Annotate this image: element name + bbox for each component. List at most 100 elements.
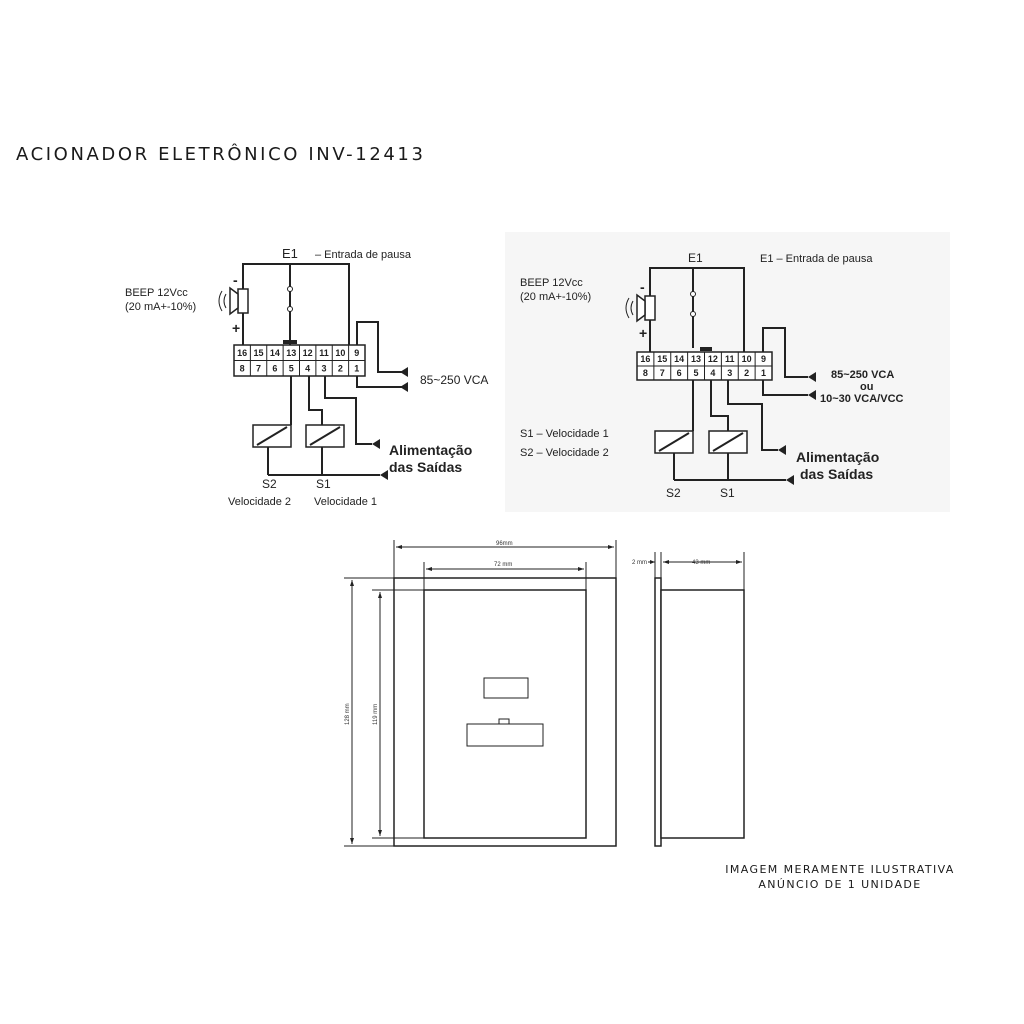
button-notch <box>498 718 510 725</box>
supply-arrow-bottom <box>400 382 408 392</box>
terminal-15: 15 <box>657 354 667 364</box>
side-flange <box>654 577 662 847</box>
footer-line-2: ANÚNCIO DE 1 UNIDADE <box>758 878 922 891</box>
e1-top-wire <box>242 263 350 345</box>
terminal-12: 12 <box>303 348 313 358</box>
supply-label-right-3: 10~30 VCA/VCC <box>820 393 904 405</box>
supply-label-right-1: 85~250 VCA <box>831 369 894 381</box>
terminal-1: 1 <box>354 364 359 374</box>
dim-height-inner: 119 mm <box>373 704 379 725</box>
speaker-icon-right <box>625 293 656 323</box>
front-panel <box>423 589 587 839</box>
beep-label: BEEP 12Vcc <box>125 287 188 299</box>
output-supply-line2-right: das Saídas <box>800 466 873 482</box>
terminal-14: 14 <box>270 348 280 358</box>
s2-label: S2 <box>262 477 277 491</box>
page-title: ACIONADOR ELETRÔNICO INV-12413 <box>16 144 426 165</box>
relay-s2-right <box>654 430 694 454</box>
return-arrow-right <box>786 475 794 485</box>
terminal-15: 15 <box>254 348 264 358</box>
speaker-icon <box>218 286 249 316</box>
terminal-2: 2 <box>744 368 749 378</box>
output-supply-line1-right: Alimentação <box>796 449 879 465</box>
beep-current: (20 mA+-10%) <box>125 301 196 313</box>
dim-flange: 2 mm <box>632 560 647 566</box>
relay-s1-left <box>305 424 345 448</box>
relay-s2-left <box>252 424 292 448</box>
s1-wire-right <box>710 380 729 431</box>
common-arrow-right <box>778 445 786 455</box>
supply-arrow-bottom-right <box>808 390 816 400</box>
beep-minus-right: - <box>640 279 645 295</box>
terminal-3: 3 <box>322 364 327 374</box>
e1-label: E1 <box>282 246 298 261</box>
terminal-9: 9 <box>354 348 359 358</box>
terminal-14: 14 <box>674 354 684 364</box>
terminal-4: 4 <box>710 368 715 378</box>
output-supply-line2: das Saídas <box>389 459 462 475</box>
display-window <box>483 677 529 699</box>
beep-plus-right: + <box>639 325 647 341</box>
e1-contact-top-right <box>690 291 696 297</box>
supply-wire-bottom-right <box>762 380 808 396</box>
terminal-3: 3 <box>727 368 732 378</box>
beep-minus: - <box>233 272 238 288</box>
dim-depth: 43 mm <box>692 560 710 566</box>
supply-arrow-top-right <box>808 372 816 382</box>
s1-label-right: S1 <box>720 486 735 500</box>
output-supply-line1: Alimentação <box>389 442 472 458</box>
beep-current-right: (20 mA+-10%) <box>520 291 591 303</box>
terminal-6: 6 <box>677 368 682 378</box>
supply-wire-top <box>356 321 408 373</box>
terminal-16: 16 <box>640 354 650 364</box>
supply-label: 85~250 VCA <box>420 373 488 387</box>
button-window <box>466 723 544 747</box>
terminal-16: 16 <box>237 348 247 358</box>
wiring-diagram-left: E1 – Entrada de pausa - + BEEP 12Vcc (20… <box>125 246 488 508</box>
terminal-7: 7 <box>660 368 665 378</box>
dim-width-inner: 72 mm <box>494 562 512 568</box>
terminal-7: 7 <box>256 364 261 374</box>
e1-contact-bottom-right <box>690 311 696 317</box>
dim-width-outer: 96mm <box>496 541 513 547</box>
s1-label: S1 <box>316 477 331 491</box>
side-body <box>660 589 745 839</box>
s1-description: Velocidade 1 <box>314 496 377 508</box>
dimension-drawing: 96mm 72 mm 128 mm 119 mm 2 mm 43 mm <box>344 540 745 847</box>
terminal-1: 1 <box>761 368 766 378</box>
beep-plus: + <box>232 320 240 336</box>
supply-arrow-top <box>400 367 408 377</box>
terminal-8: 8 <box>240 364 245 374</box>
legend-s1: S1 – Velocidade 1 <box>520 428 609 440</box>
e1-description: – Entrada de pausa <box>315 249 412 261</box>
terminal-13: 13 <box>286 348 296 358</box>
legend-s2: S2 – Velocidade 2 <box>520 447 609 459</box>
supply-wire-top-right <box>762 327 808 378</box>
common-arrow <box>372 439 380 449</box>
terminal-10: 10 <box>742 354 752 364</box>
e1-contact-bottom <box>287 306 293 312</box>
terminal-5: 5 <box>694 368 699 378</box>
s1-wire <box>308 376 323 425</box>
terminal-11: 11 <box>319 348 329 358</box>
supply-wire-bottom <box>356 376 408 388</box>
dim-height-outer: 128 mm <box>345 703 351 725</box>
wiring-diagram-right: E1 E1 – Entrada de pausa - + BEEP 12Vcc … <box>505 232 950 512</box>
terminal-12: 12 <box>708 354 718 364</box>
supply-label-right-2: ou <box>860 381 873 393</box>
common-wire-right <box>727 380 778 451</box>
terminal-8: 8 <box>643 368 648 378</box>
footer-line-1: IMAGEM MERAMENTE ILUSTRATIVA <box>725 863 955 876</box>
e1-contact-top <box>287 286 293 292</box>
terminal-5: 5 <box>289 364 294 374</box>
terminal-10: 10 <box>335 348 345 358</box>
terminal-4: 4 <box>305 364 310 374</box>
terminal-9: 9 <box>761 354 766 364</box>
beep-label-right: BEEP 12Vcc <box>520 277 583 289</box>
e1-label-right: E1 <box>688 251 703 265</box>
relay-s1-right <box>708 430 748 454</box>
terminal-11: 11 <box>725 354 735 364</box>
